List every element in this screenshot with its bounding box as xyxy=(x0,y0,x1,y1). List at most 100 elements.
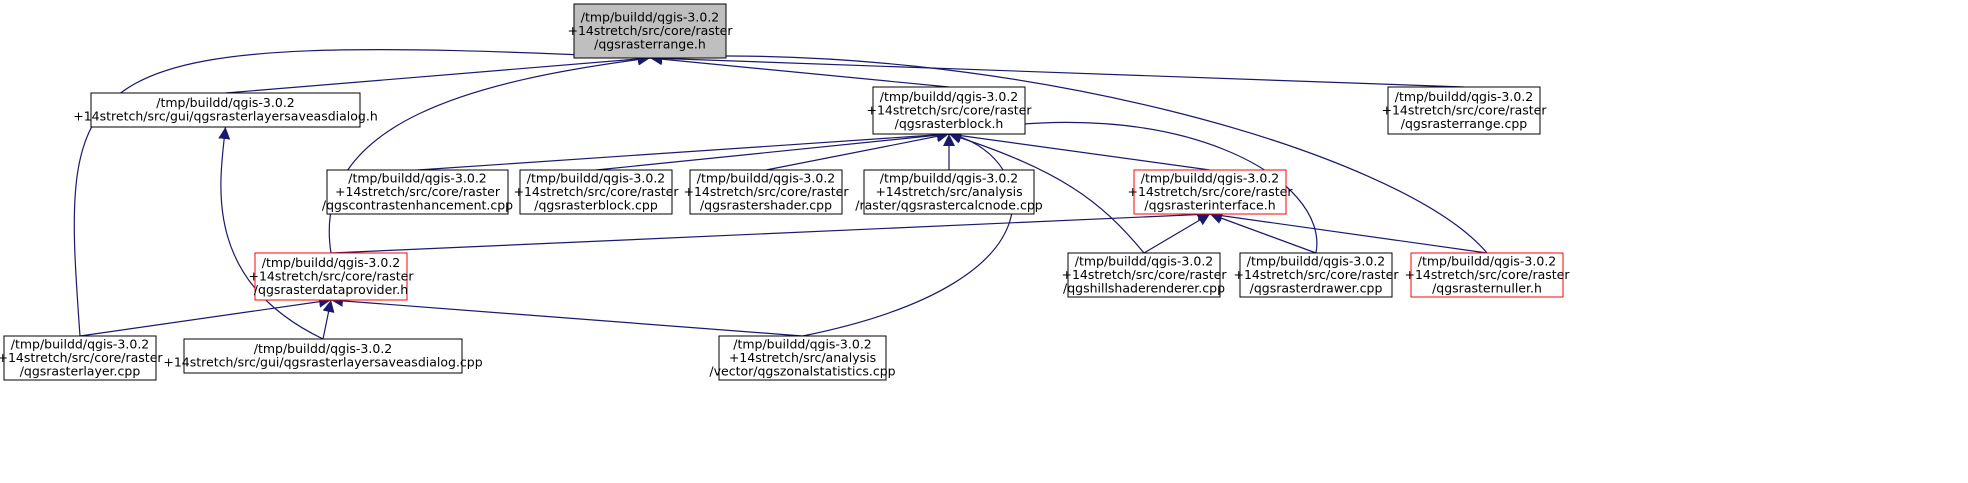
node-box xyxy=(519,169,673,215)
node-label-line: /tmp/buildd/qgis-3.0.2 xyxy=(348,170,487,185)
node-label-line: /qgsrasterlayer.cpp xyxy=(20,363,141,378)
node-label-line: /qgsrasternuller.h xyxy=(1432,280,1542,295)
node-label-line: +14stretch/src/core/raster xyxy=(1061,267,1227,282)
node-label-line: /tmp/buildd/qgis-3.0.2 xyxy=(11,336,150,351)
node-label-line: /qgsrasterinterface.h xyxy=(1144,197,1275,212)
node-qgszonalstatistics_cpp[interactable]: /tmp/buildd/qgis-3.0.2+14stretch/src/ana… xyxy=(709,335,896,381)
node-qgsrasterblock_h[interactable]: /tmp/buildd/qgis-3.0.2+14stretch/src/cor… xyxy=(866,86,1032,135)
node-qgsrasterrange_h[interactable]: /tmp/buildd/qgis-3.0.2+14stretch/src/cor… xyxy=(567,3,733,59)
node-label-line: /tmp/buildd/qgis-3.0.2 xyxy=(733,336,872,351)
node-label-line: /tmp/buildd/qgis-3.0.2 xyxy=(581,9,720,24)
node-label-line: +14stretch/src/core/raster xyxy=(335,184,501,199)
node-qgsrasterlayer_cpp[interactable]: /tmp/buildd/qgis-3.0.2+14stretch/src/cor… xyxy=(0,335,163,381)
node-label-line: +14stretch/src/core/raster xyxy=(866,102,1032,117)
edge-qgsrasternuller_h-to-qgsrasterinterface_h xyxy=(1209,209,1488,254)
node-box xyxy=(254,252,408,301)
node-qgsrastershader_cpp[interactable]: /tmp/buildd/qgis-3.0.2+14stretch/src/cor… xyxy=(683,169,849,215)
node-qgscontrastenhancement_cpp[interactable]: /tmp/buildd/qgis-3.0.2+14stretch/src/cor… xyxy=(322,169,513,215)
node-qgsrasterlayersaveasdialog_h[interactable]: /tmp/buildd/qgis-3.0.2+14stretch/src/gui… xyxy=(73,92,378,128)
edge-qgsrasterblock_h-to-qgsrasterrange_h xyxy=(649,53,950,88)
edge-qgsrasterdataprovider_h-to-qgsrasterrange_h xyxy=(328,53,651,254)
node-box xyxy=(718,335,887,381)
edge-qgsrasterrange_cpp-to-qgsrasterrange_h xyxy=(649,52,1465,88)
edges-layer xyxy=(73,49,1488,340)
node-qgsrasterdrawer_cpp[interactable]: /tmp/buildd/qgis-3.0.2+14stretch/src/cor… xyxy=(1233,252,1399,298)
node-label-line: /tmp/buildd/qgis-3.0.2 xyxy=(1247,253,1386,268)
node-label-line: /tmp/buildd/qgis-3.0.2 xyxy=(1418,253,1557,268)
node-label-line: /tmp/buildd/qgis-3.0.2 xyxy=(880,89,1019,104)
node-qgsrasternuller_h[interactable]: /tmp/buildd/qgis-3.0.2+14stretch/src/cor… xyxy=(1404,252,1570,298)
node-label-line: /qgsrasterrange.h xyxy=(594,36,706,51)
node-qgsrasterlayersaveasdialog_cpp[interactable]: /tmp/buildd/qgis-3.0.2+14stretch/src/gui… xyxy=(163,338,483,374)
node-label-line: /tmp/buildd/qgis-3.0.2 xyxy=(880,170,1019,185)
edge-qgsrastershader_cpp-to-qgsrasterblock_h xyxy=(765,130,950,171)
node-label-line: +14stretch/src/core/raster xyxy=(683,184,849,199)
node-label-line: /qgsrastershader.cpp xyxy=(700,197,832,212)
node-box xyxy=(1133,169,1287,215)
edge-qgsrasterblock_cpp-to-qgsrasterblock_h xyxy=(595,129,950,171)
node-box xyxy=(1067,252,1221,298)
node-label-line: /tmp/buildd/qgis-3.0.2 xyxy=(1395,89,1534,104)
node-label-line: /raster/qgsrastercalcnode.cpp xyxy=(855,197,1042,212)
edge-qgsrasterlayersaveasdialog_cpp-to-qgsrasterdataprovider_h xyxy=(322,299,335,340)
nodes-layer: /tmp/buildd/qgis-3.0.2+14stretch/src/cor… xyxy=(0,3,1570,381)
edge-qgsrasterdrawer_cpp-to-qgsrasterinterface_h xyxy=(1209,212,1317,254)
node-label-line: /qgsrasterdrawer.cpp xyxy=(1250,280,1383,295)
node-label-line: +14stretch/src/analysis xyxy=(875,184,1022,199)
node-label-line: +14stretch/src/core/raster xyxy=(513,184,679,199)
node-label-line: +14stretch/src/core/raster xyxy=(1381,102,1547,117)
node-box xyxy=(1387,86,1541,135)
node-box xyxy=(3,335,157,381)
edge-qgsrasterlayer_cpp-to-qgsrasterdataprovider_h xyxy=(79,295,332,337)
node-qgshillshaderenderer_cpp[interactable]: /tmp/buildd/qgis-3.0.2+14stretch/src/cor… xyxy=(1061,252,1227,298)
node-label-line: /tmp/buildd/qgis-3.0.2 xyxy=(262,255,401,270)
node-box xyxy=(573,3,727,59)
node-label-line: /tmp/buildd/qgis-3.0.2 xyxy=(697,170,836,185)
edge-qgshillshaderenderer_cpp-to-qgsrasterblock_h xyxy=(948,131,1145,254)
node-label-line: +14stretch/src/core/raster xyxy=(0,350,163,365)
node-label-line: /qgsrasterdataprovider.h xyxy=(254,282,408,297)
node-box xyxy=(183,338,463,374)
node-label-line: +14stretch/src/core/raster xyxy=(1233,267,1399,282)
node-qgsrastercalcnode_cpp[interactable]: /tmp/buildd/qgis-3.0.2+14stretch/src/ana… xyxy=(855,169,1043,215)
node-label-line: +14stretch/src/gui/qgsrasterlayersaveasd… xyxy=(163,355,482,370)
node-label-line: +14stretch/src/analysis xyxy=(729,350,876,365)
node-label-line: /qgscontrastenhancement.cpp xyxy=(322,197,513,212)
node-label-line: /tmp/buildd/qgis-3.0.2 xyxy=(156,95,295,110)
node-box xyxy=(326,169,509,215)
node-qgsrasterrange_cpp[interactable]: /tmp/buildd/qgis-3.0.2+14stretch/src/cor… xyxy=(1381,86,1547,135)
node-label-line: /tmp/buildd/qgis-3.0.2 xyxy=(254,341,393,356)
node-label-line: /tmp/buildd/qgis-3.0.2 xyxy=(1141,170,1280,185)
edge-qgscontrastenhancement_cpp-to-qgsrasterblock_h xyxy=(417,128,950,171)
node-qgsrasterdataprovider_h[interactable]: /tmp/buildd/qgis-3.0.2+14stretch/src/cor… xyxy=(248,252,414,301)
node-box xyxy=(90,92,361,128)
edge-qgszonalstatistics_cpp-to-qgsrasterdataprovider_h xyxy=(330,294,803,337)
node-box xyxy=(1239,252,1393,298)
node-label-line: +14stretch/src/core/raster xyxy=(1404,267,1570,282)
edge-qgsrasterdataprovider_h-to-qgsrasterinterface_h xyxy=(330,208,1211,254)
node-box xyxy=(872,86,1026,135)
node-label-line: +14stretch/src/gui/qgsrasterlayersaveasd… xyxy=(73,109,378,124)
node-label-line: /tmp/buildd/qgis-3.0.2 xyxy=(527,170,666,185)
node-label-line: /tmp/buildd/qgis-3.0.2 xyxy=(1075,253,1214,268)
node-label-line: +14stretch/src/core/raster xyxy=(567,23,733,38)
node-qgsrasterblock_cpp[interactable]: /tmp/buildd/qgis-3.0.2+14stretch/src/cor… xyxy=(513,169,679,215)
node-box xyxy=(863,169,1035,215)
node-label-line: /qgsrasterblock.h xyxy=(895,116,1004,131)
node-label-line: /qgsrasterrange.cpp xyxy=(1401,116,1528,131)
node-label-line: +14stretch/src/core/raster xyxy=(248,268,414,283)
edge-qgsrasterlayersaveasdialog_h-to-qgsrasterrange_h xyxy=(225,53,651,94)
node-label-line: /qgshillshaderenderer.cpp xyxy=(1063,280,1225,295)
node-box xyxy=(689,169,843,215)
node-label-line: /qgsrasterblock.cpp xyxy=(534,197,658,212)
node-label-line: /vector/qgszonalstatistics.cpp xyxy=(709,363,895,378)
edge-qgsrasternuller_h-to-qgsrasterrange_h xyxy=(649,51,1488,254)
edge-qgsrasterinterface_h-to-qgsrasterblock_h xyxy=(948,129,1211,171)
edge-qgsrasterdrawer_cpp-to-qgsrasterblock_h xyxy=(948,121,1318,254)
edge-qgszonalstatistics_cpp-to-qgsrasterblock_h xyxy=(802,130,1014,337)
node-qgsrasterinterface_h[interactable]: /tmp/buildd/qgis-3.0.2+14stretch/src/cor… xyxy=(1127,169,1293,215)
edge-qgshillshaderenderer_cpp-to-qgsrasterinterface_h xyxy=(1143,213,1211,254)
edge-qgsrasterlayersaveasdialog_cpp-to-qgsrasterlayersaveasdialog_h xyxy=(218,126,324,340)
node-label-line: +14stretch/src/core/raster xyxy=(1127,184,1293,199)
